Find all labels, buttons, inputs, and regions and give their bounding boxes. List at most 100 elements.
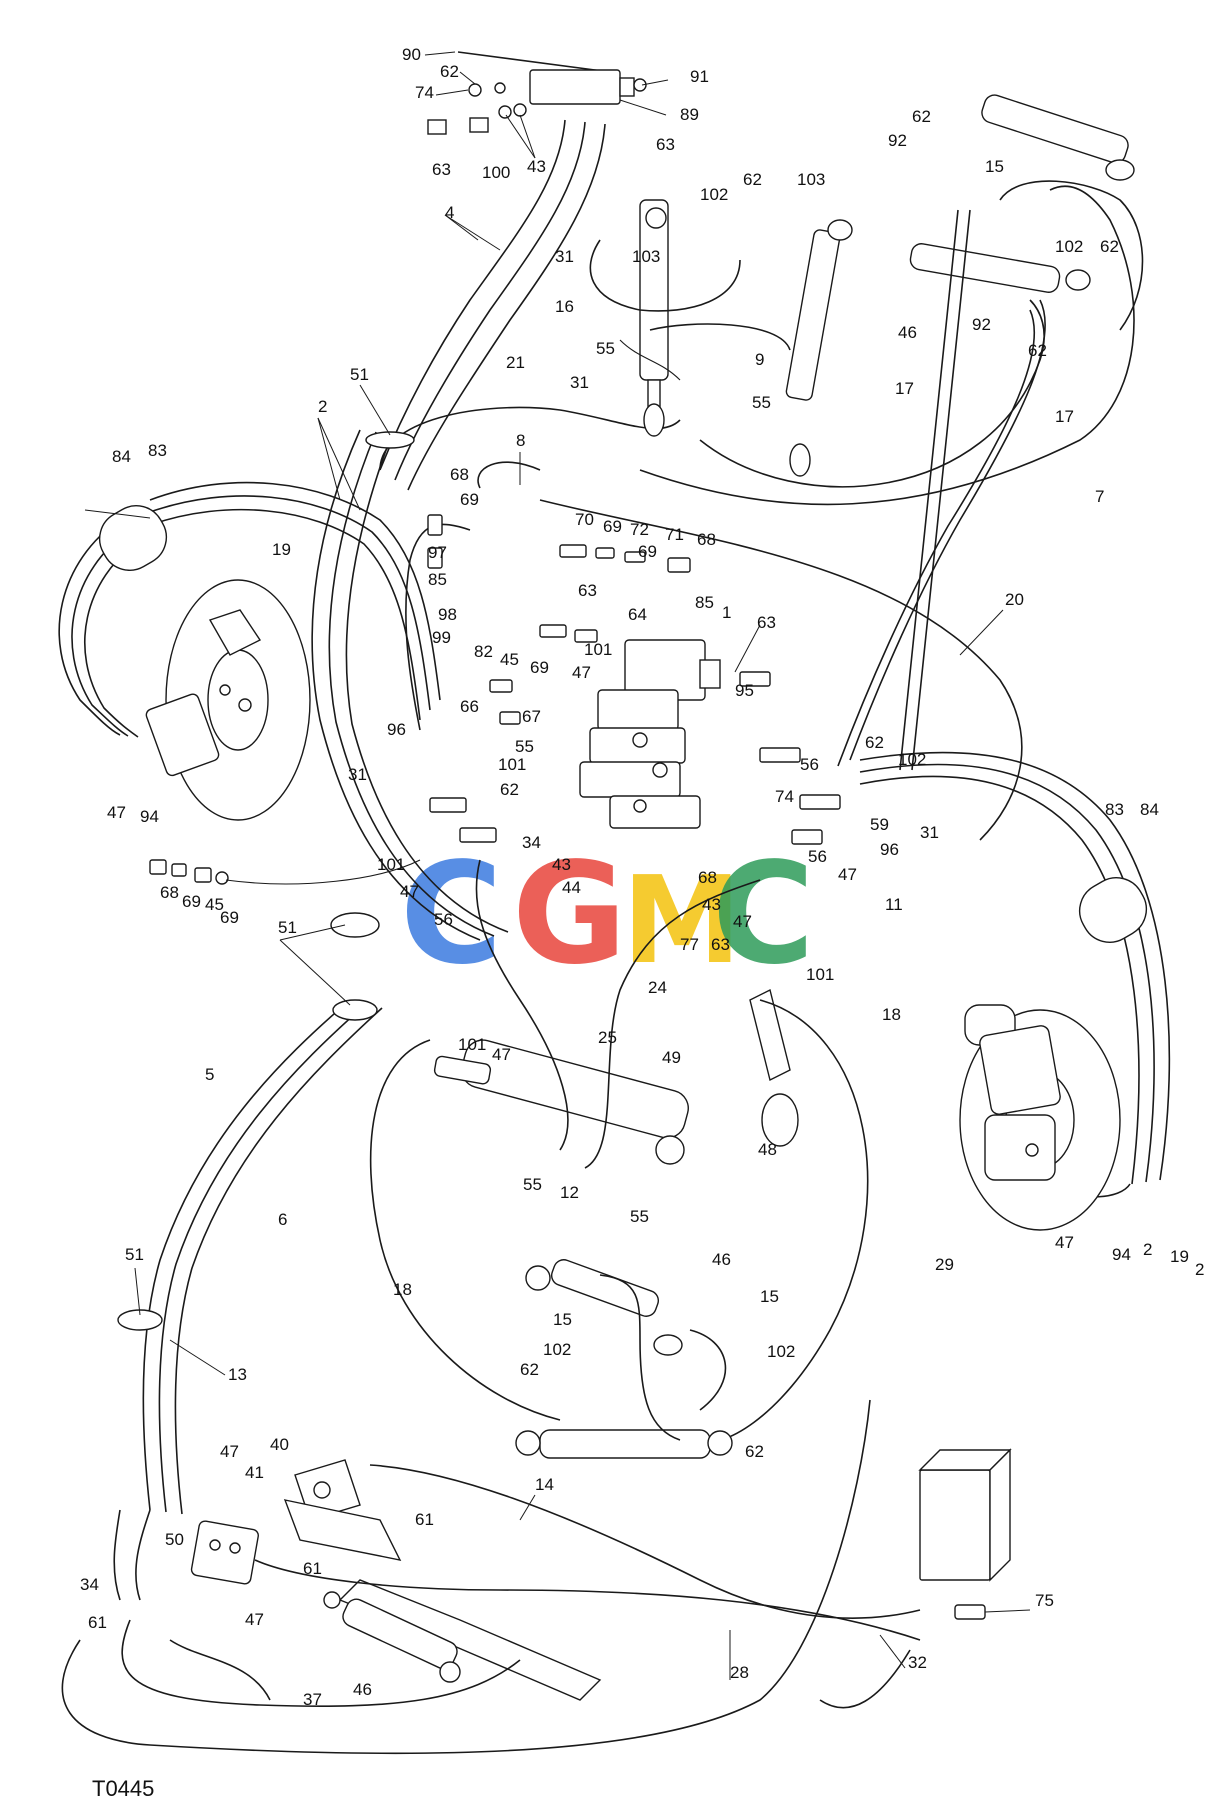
callout-83: 83 bbox=[148, 441, 167, 460]
callout-2: 2 bbox=[1195, 1260, 1204, 1279]
callout-17: 17 bbox=[1055, 407, 1074, 426]
callout-45: 45 bbox=[500, 650, 519, 669]
bottom-assemblies bbox=[61, 1399, 1012, 1755]
callout-63: 63 bbox=[757, 613, 776, 632]
callout-69: 69 bbox=[638, 542, 657, 561]
callout-47: 47 bbox=[107, 803, 126, 822]
callout-99: 99 bbox=[432, 628, 451, 647]
callout-34: 34 bbox=[80, 1575, 99, 1594]
callout-103: 103 bbox=[797, 170, 825, 189]
callout-37: 37 bbox=[303, 1690, 322, 1709]
callout-102: 102 bbox=[543, 1340, 571, 1359]
callout-55: 55 bbox=[515, 737, 534, 756]
callout-46: 46 bbox=[353, 1680, 372, 1699]
callout-46: 46 bbox=[898, 323, 917, 342]
callout-101: 101 bbox=[498, 755, 526, 774]
callout-18: 18 bbox=[882, 1005, 901, 1024]
callout-45: 45 bbox=[205, 895, 224, 914]
callout-62: 62 bbox=[745, 1442, 764, 1461]
callout-62: 62 bbox=[500, 780, 519, 799]
callout-56: 56 bbox=[434, 910, 453, 929]
callout-75: 75 bbox=[1035, 1591, 1054, 1610]
callout-44: 44 bbox=[562, 878, 581, 897]
callout-31: 31 bbox=[920, 823, 939, 842]
leader-lines bbox=[134, 51, 1031, 1680]
hose-bundle-5-6 bbox=[117, 999, 383, 1515]
callout-70: 70 bbox=[575, 510, 594, 529]
callout-24: 24 bbox=[648, 978, 667, 997]
callout-94: 94 bbox=[1112, 1245, 1131, 1264]
callout-63: 63 bbox=[711, 935, 730, 954]
callout-97: 97 bbox=[428, 543, 447, 562]
callout-62: 62 bbox=[743, 170, 762, 189]
callout-4: 4 bbox=[445, 203, 454, 222]
callout-20: 20 bbox=[1005, 590, 1024, 609]
callout-19: 19 bbox=[272, 540, 291, 559]
callout-69: 69 bbox=[530, 658, 549, 677]
callout-15: 15 bbox=[760, 1287, 779, 1306]
callout-69: 69 bbox=[460, 490, 479, 509]
callout-84: 84 bbox=[112, 447, 131, 466]
callout-47: 47 bbox=[1055, 1233, 1074, 1252]
callout-96: 96 bbox=[387, 720, 406, 739]
callout-62: 62 bbox=[1100, 237, 1119, 256]
callout-69: 69 bbox=[182, 892, 201, 911]
callout-18: 18 bbox=[393, 1280, 412, 1299]
cylinder-lower bbox=[515, 1259, 733, 1459]
watermark-letter: C bbox=[712, 833, 815, 996]
callout-1: 1 bbox=[722, 603, 731, 622]
callout-69: 69 bbox=[220, 908, 239, 927]
callout-41: 41 bbox=[245, 1463, 264, 1482]
callout-101: 101 bbox=[584, 640, 612, 659]
callout-49: 49 bbox=[662, 1048, 681, 1067]
callout-68: 68 bbox=[160, 883, 179, 902]
callout-32: 32 bbox=[908, 1653, 927, 1672]
top-manifold bbox=[427, 51, 647, 135]
callout-100: 100 bbox=[482, 163, 510, 182]
callout-50: 50 bbox=[165, 1530, 184, 1549]
callout-94: 94 bbox=[140, 807, 159, 826]
callout-12: 12 bbox=[560, 1183, 579, 1202]
callout-56: 56 bbox=[808, 847, 827, 866]
callout-62: 62 bbox=[1028, 341, 1047, 360]
hose-bundle-51 bbox=[311, 429, 509, 941]
control-valve-bank bbox=[579, 639, 721, 829]
callout-102: 102 bbox=[1055, 237, 1083, 256]
callout-67: 67 bbox=[522, 707, 541, 726]
callout-92: 92 bbox=[888, 131, 907, 150]
callout-5: 5 bbox=[205, 1065, 214, 1084]
callout-89: 89 bbox=[680, 105, 699, 124]
callout-2: 2 bbox=[318, 397, 327, 416]
callout-83: 83 bbox=[1105, 800, 1124, 819]
callout-91: 91 bbox=[690, 67, 709, 86]
callout-47: 47 bbox=[220, 1442, 239, 1461]
callout-102: 102 bbox=[700, 185, 728, 204]
callout-61: 61 bbox=[303, 1559, 322, 1578]
callout-28: 28 bbox=[730, 1663, 749, 1682]
callout-98: 98 bbox=[438, 605, 457, 624]
callout-8: 8 bbox=[516, 431, 525, 450]
hose-bundle-4 bbox=[379, 119, 606, 491]
callout-63: 63 bbox=[578, 581, 597, 600]
hose-loop-left bbox=[58, 481, 441, 738]
callout-40: 40 bbox=[270, 1435, 289, 1454]
callout-55: 55 bbox=[596, 339, 615, 358]
callout-16: 16 bbox=[555, 297, 574, 316]
callout-96: 96 bbox=[880, 840, 899, 859]
callout-47: 47 bbox=[245, 1610, 264, 1629]
callout-68: 68 bbox=[698, 868, 717, 887]
callout-61: 61 bbox=[88, 1613, 107, 1632]
callout-101: 101 bbox=[458, 1035, 486, 1054]
hose-loop-right bbox=[859, 751, 1171, 1198]
callout-55: 55 bbox=[630, 1207, 649, 1226]
callout-62: 62 bbox=[912, 107, 931, 126]
callout-51: 51 bbox=[125, 1245, 144, 1264]
callout-2: 2 bbox=[1143, 1240, 1152, 1259]
callout-59: 59 bbox=[870, 815, 889, 834]
callout-90: 90 bbox=[402, 45, 421, 64]
cylinder-upper-right bbox=[837, 94, 1144, 771]
callout-6: 6 bbox=[278, 1210, 287, 1229]
callout-47: 47 bbox=[492, 1045, 511, 1064]
